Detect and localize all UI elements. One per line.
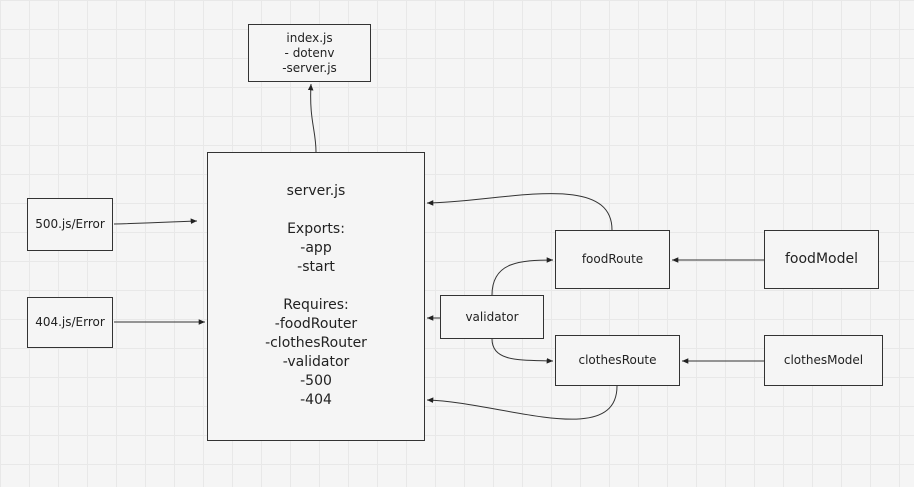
node-500-label: 500.js/Error [35,217,105,231]
node-server-require-item: -clothesRouter [265,335,367,351]
node-index-line: - dotenv [284,45,335,60]
node-clothes-model[interactable]: clothesModel [764,335,883,386]
node-server-export-item: -start [297,259,335,275]
node-validator-label: validator [465,309,519,324]
node-food-model-label: foodModel [785,251,858,267]
node-500-error[interactable]: 500.js/Error [27,198,113,251]
node-clothes-route[interactable]: clothesRoute [555,335,680,386]
node-clothes-model-label: clothesModel [783,353,864,367]
node-index-line: -server.js [282,60,337,75]
edge-500-to-server [113,218,198,225]
node-server-require-item: -foodRouter [274,316,358,332]
edge-validator-to-foodRoute [491,257,554,296]
node-food-route[interactable]: foodRoute [555,230,670,289]
node-server-requires-heading: Requires: [283,297,349,313]
node-index-line: index.js [286,30,333,45]
node-clothes-route-label: clothesRoute [578,353,657,367]
edge-foodRoute-to-server [426,193,613,231]
edge-server-to-index [307,83,317,153]
node-server-require-item: -validator [282,354,350,370]
node-server-js[interactable]: server.js Exports: -app -start Requires:… [207,152,425,441]
edge-clothesRoute-to-server [426,385,618,420]
node-404-label: 404.js/Error [35,315,105,329]
node-server-require-item: -500 [300,373,332,389]
node-food-model[interactable]: foodModel [764,230,879,289]
node-404-error[interactable]: 404.js/Error [27,297,113,348]
node-server-export-item: -app [300,240,332,256]
edge-validator-to-clothesRoute [491,338,554,364]
node-index-js[interactable]: index.js - dotenv -server.js [248,24,371,82]
node-food-route-label: foodRoute [581,252,644,266]
node-server-require-item: -404 [300,392,332,408]
node-server-title: server.js [286,183,346,199]
node-validator[interactable]: validator [440,295,544,339]
node-server-exports-heading: Exports: [287,221,345,237]
